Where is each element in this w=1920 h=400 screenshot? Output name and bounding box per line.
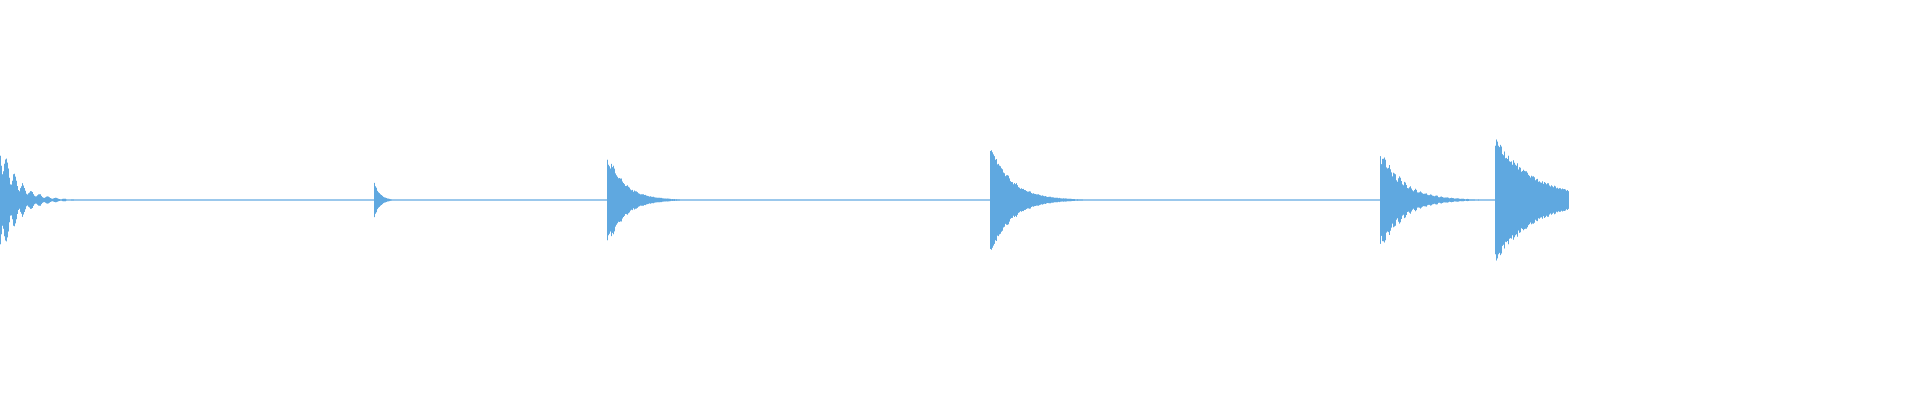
waveform-bars <box>0 139 1569 261</box>
waveform-path <box>0 139 1569 261</box>
